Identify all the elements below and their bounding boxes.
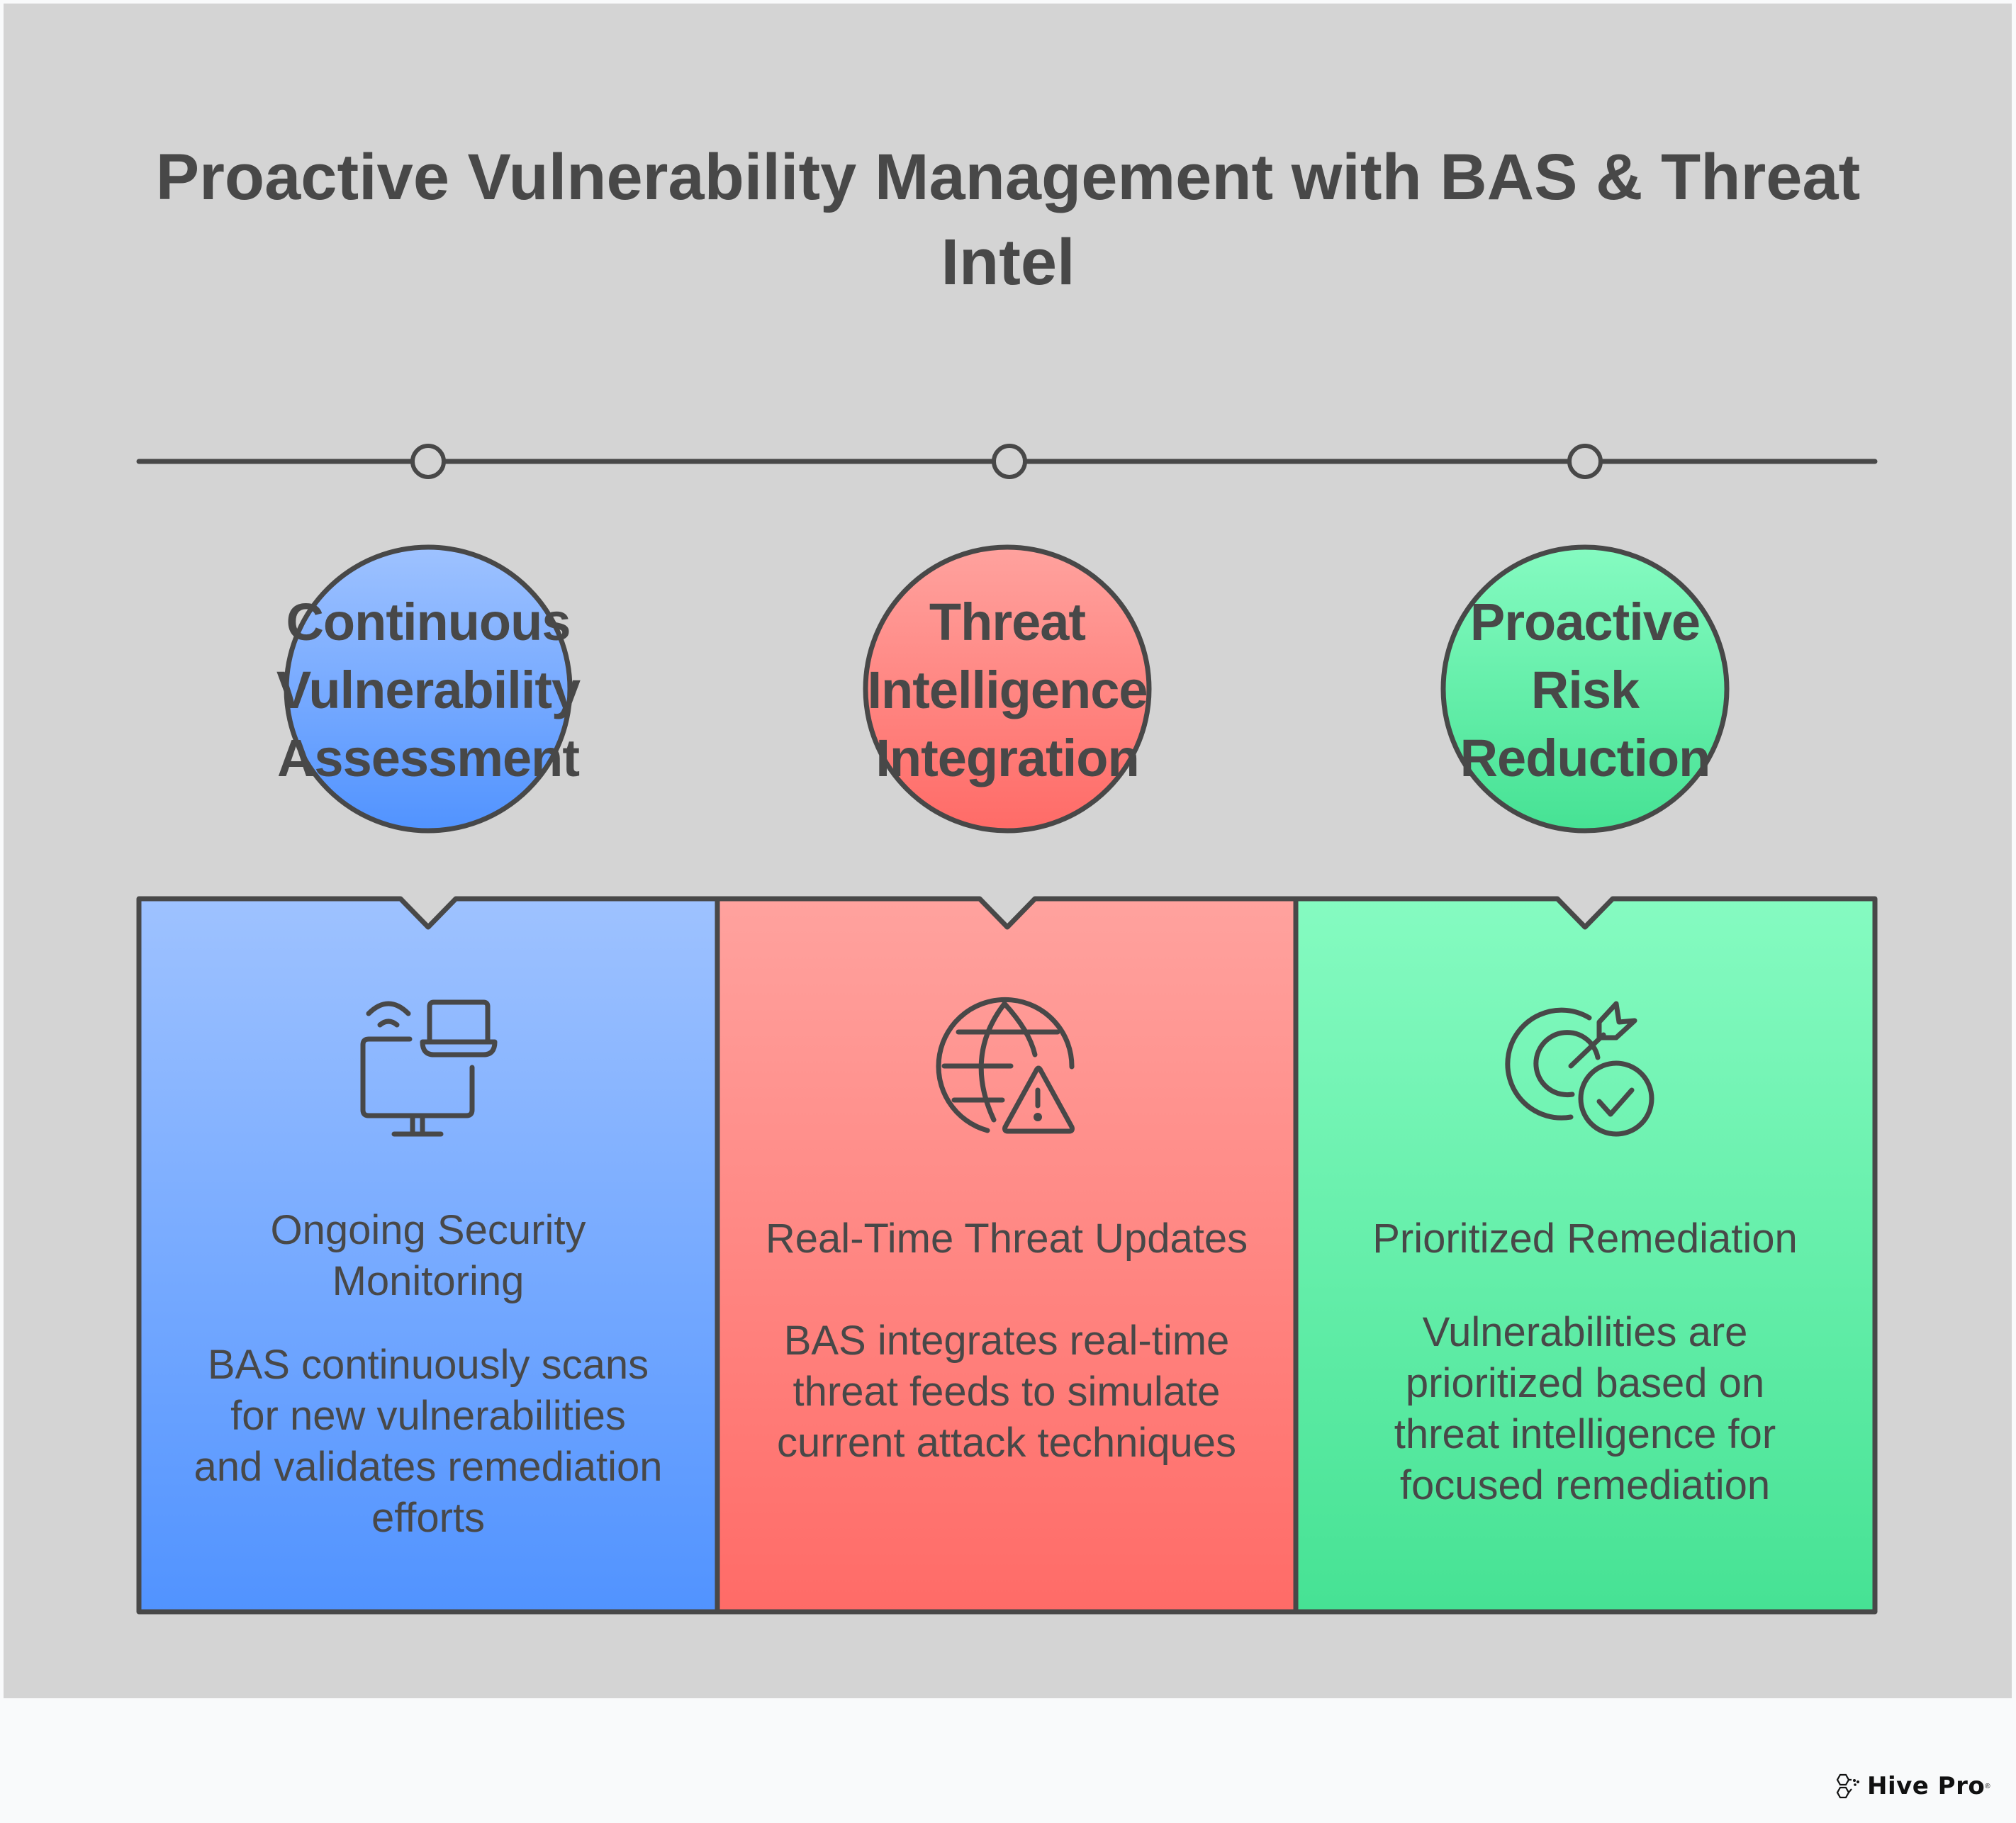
- step-3-circle-label: Proactive Risk Reduction: [1401, 588, 1769, 792]
- description-line: current attack techniques: [776, 1420, 1237, 1466]
- hexagon-logo-icon: [1836, 1773, 1859, 1799]
- description-line: Vulnerabilities are: [1422, 1309, 1748, 1355]
- description-line: threat intelligence for: [1394, 1411, 1776, 1457]
- description-line: focused remediation: [1399, 1462, 1771, 1508]
- hive-pro-logo: Hive Pro ®: [1836, 1772, 1990, 1800]
- step-circle-2: [863, 544, 1152, 834]
- heading-line: Monitoring: [332, 1258, 525, 1304]
- step-box-3: [1293, 896, 1878, 1615]
- step-3-heading: Prioritized Remediation: [1316, 1213, 1854, 1264]
- step-2-heading: Real-Time Threat Updates: [737, 1213, 1276, 1264]
- heading-line: Ongoing Security: [270, 1207, 586, 1253]
- step-2-text: Real-Time Threat Updates BAS integrates …: [737, 1213, 1276, 1469]
- description-line: BAS integrates real-time: [783, 1318, 1230, 1364]
- description-line: BAS continuously scans: [207, 1342, 649, 1388]
- title-line-2: Intel: [941, 226, 1075, 298]
- step-boxes: [136, 896, 1878, 1615]
- timeline-node-1: [410, 444, 446, 479]
- circle-label-line: Assessment: [276, 729, 580, 787]
- step-circle-3: [1440, 544, 1730, 834]
- page-title: Proactive Vulnerability Management with …: [0, 135, 2016, 305]
- description-line: for new vulnerabilities: [230, 1393, 626, 1439]
- description-line: efforts: [371, 1495, 486, 1541]
- timeline-node-2: [992, 444, 1027, 479]
- circle-label-line: Risk: [1530, 661, 1640, 719]
- logo-text: Hive Pro: [1867, 1772, 1986, 1800]
- timeline-node-3: [1567, 444, 1603, 479]
- circle-label-line: Proactive: [1469, 593, 1701, 651]
- heading-line: Real-Time Threat Updates: [765, 1216, 1248, 1262]
- circle-label-line: Intelligence: [867, 661, 1148, 719]
- timeline: [136, 444, 1878, 479]
- target-check-icon: [1505, 1001, 1654, 1137]
- devices-wifi-icon: [360, 999, 498, 1137]
- step-1-circle-label: Continuous Vulnerability Assessment: [244, 588, 612, 792]
- globe-warning-icon: [936, 997, 1075, 1134]
- circle-label-line: Threat: [929, 593, 1086, 651]
- heading-line: Prioritized Remediation: [1372, 1216, 1798, 1262]
- step-box-2: [715, 896, 1299, 1615]
- description-line: and validates remediation: [194, 1444, 663, 1490]
- step-2-description: BAS integrates real-time threat feeds to…: [737, 1316, 1276, 1469]
- description-line: threat feeds to simulate: [793, 1369, 1221, 1415]
- circle-label-line: Continuous: [286, 593, 571, 651]
- description-line: prioritized based on: [1405, 1360, 1765, 1406]
- step-2-circle-label: Threat Intelligence Integration: [823, 588, 1192, 792]
- step-3-text: Prioritized Remediation Vulnerabilities …: [1316, 1213, 1854, 1511]
- step-circle-1: [284, 544, 573, 834]
- title-line-1: Proactive Vulnerability Management with …: [155, 141, 1861, 213]
- step-box-1: [136, 896, 720, 1615]
- step-1-heading: Ongoing Security Monitoring: [159, 1205, 698, 1307]
- circle-label-line: Reduction: [1460, 729, 1711, 787]
- circle-label-line: Integration: [875, 729, 1139, 787]
- step-1-text: Ongoing Security Monitoring BAS continuo…: [159, 1205, 698, 1544]
- step-3-description: Vulnerabilities are prioritized based on…: [1316, 1307, 1854, 1511]
- circle-label-line: Vulnerability: [276, 661, 581, 719]
- registered-mark: ®: [1985, 1782, 1990, 1790]
- step-1-description: BAS continuously scans for new vulnerabi…: [159, 1340, 698, 1544]
